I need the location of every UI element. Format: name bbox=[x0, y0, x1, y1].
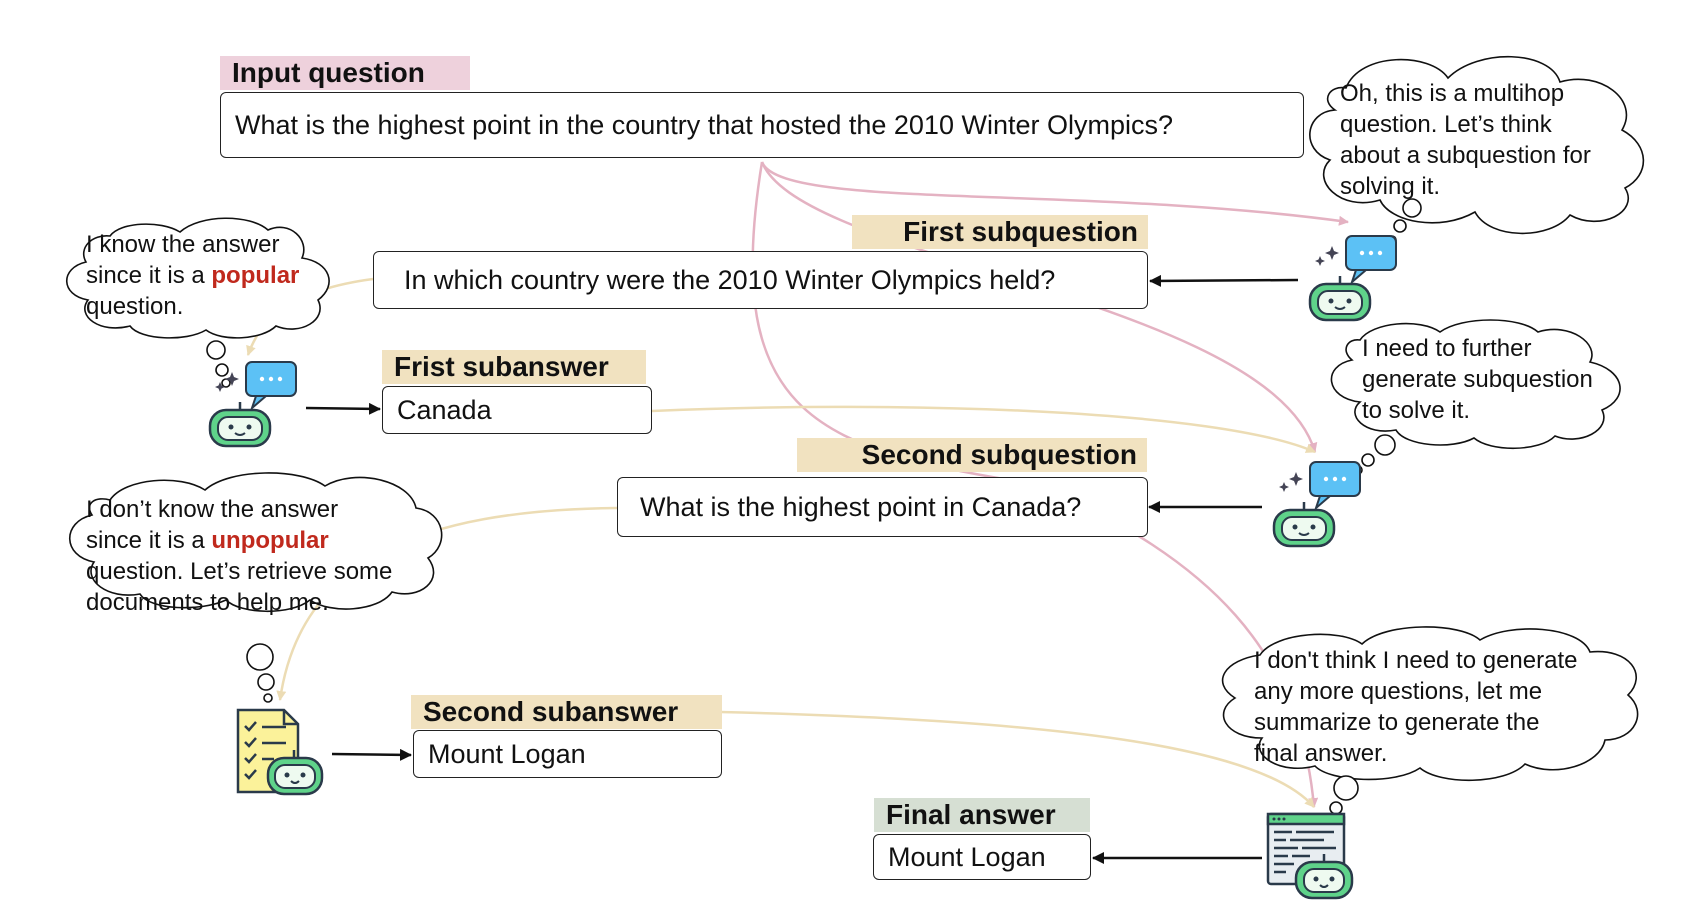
final-answer-box: Mount Logan bbox=[873, 834, 1091, 880]
thought-cloud-multihop bbox=[1309, 55, 1645, 235]
robot-icon bbox=[266, 750, 324, 796]
thought-trail-unpopular bbox=[246, 643, 275, 703]
beige-arrow-ans1-to-robot2 bbox=[651, 405, 1316, 454]
first-subquestion-box: In which country were the 2010 Winter Ol… bbox=[373, 251, 1148, 309]
thought-text-popular: I know the answer since it is a popular … bbox=[86, 231, 300, 320]
beige-arrow-ans2-to-robot3 bbox=[719, 710, 1315, 808]
sparkle-icon bbox=[1315, 246, 1339, 266]
first-subquestion-tag: First subquestion bbox=[852, 215, 1148, 249]
second-subanswer-tag: Second subanswer bbox=[411, 695, 722, 729]
code-window-icon bbox=[1266, 812, 1354, 900]
robot-icon bbox=[1294, 854, 1354, 900]
checklist-document-icon bbox=[236, 708, 324, 796]
first-subanswer-tag: Frist subanswer bbox=[382, 350, 646, 384]
highlight-unpopular: unpopular bbox=[211, 527, 329, 554]
input-question-tag: Input question bbox=[220, 56, 470, 90]
highlight-popular: popular bbox=[211, 262, 300, 289]
robot-icon bbox=[1308, 235, 1397, 322]
robot-icon bbox=[208, 361, 297, 448]
chat-bubble-icon bbox=[245, 361, 297, 412]
thought-cloud-summarize bbox=[1221, 626, 1639, 782]
second-subquestion-box: What is the highest point in Canada? bbox=[617, 477, 1148, 537]
thought-cloud-popular bbox=[65, 217, 330, 339]
final-answer-tag: Final answer bbox=[874, 798, 1090, 832]
chat-bubble-icon bbox=[1345, 235, 1397, 286]
robot-icon bbox=[1272, 461, 1361, 548]
black-arrow-retriever-to-ans2 bbox=[331, 748, 412, 761]
first-subanswer-box: Canada bbox=[382, 386, 652, 434]
chat-bubble-icon bbox=[1309, 461, 1361, 512]
pink-arrow-to-robot1 bbox=[760, 161, 1349, 226]
second-subanswer-box: Mount Logan bbox=[413, 730, 722, 778]
sparkle-icon bbox=[1279, 472, 1303, 492]
thought-cloud-unpopular bbox=[68, 472, 443, 613]
thought-trail-multihop bbox=[1387, 198, 1422, 245]
thought-text-unpopular: I don’t know the answer since it is a un… bbox=[86, 496, 393, 616]
second-subquestion-tag: Second subquestion bbox=[797, 438, 1147, 472]
black-arrow-robot1-to-sub1 bbox=[1149, 274, 1299, 287]
sparkle-icon bbox=[215, 372, 239, 392]
thought-cloud-further bbox=[1330, 319, 1621, 450]
black-arrow-robotleft-to-ans1 bbox=[305, 402, 381, 415]
input-question-box: What is the highest point in the country… bbox=[220, 92, 1304, 158]
thought-trail-popular bbox=[206, 340, 231, 388]
